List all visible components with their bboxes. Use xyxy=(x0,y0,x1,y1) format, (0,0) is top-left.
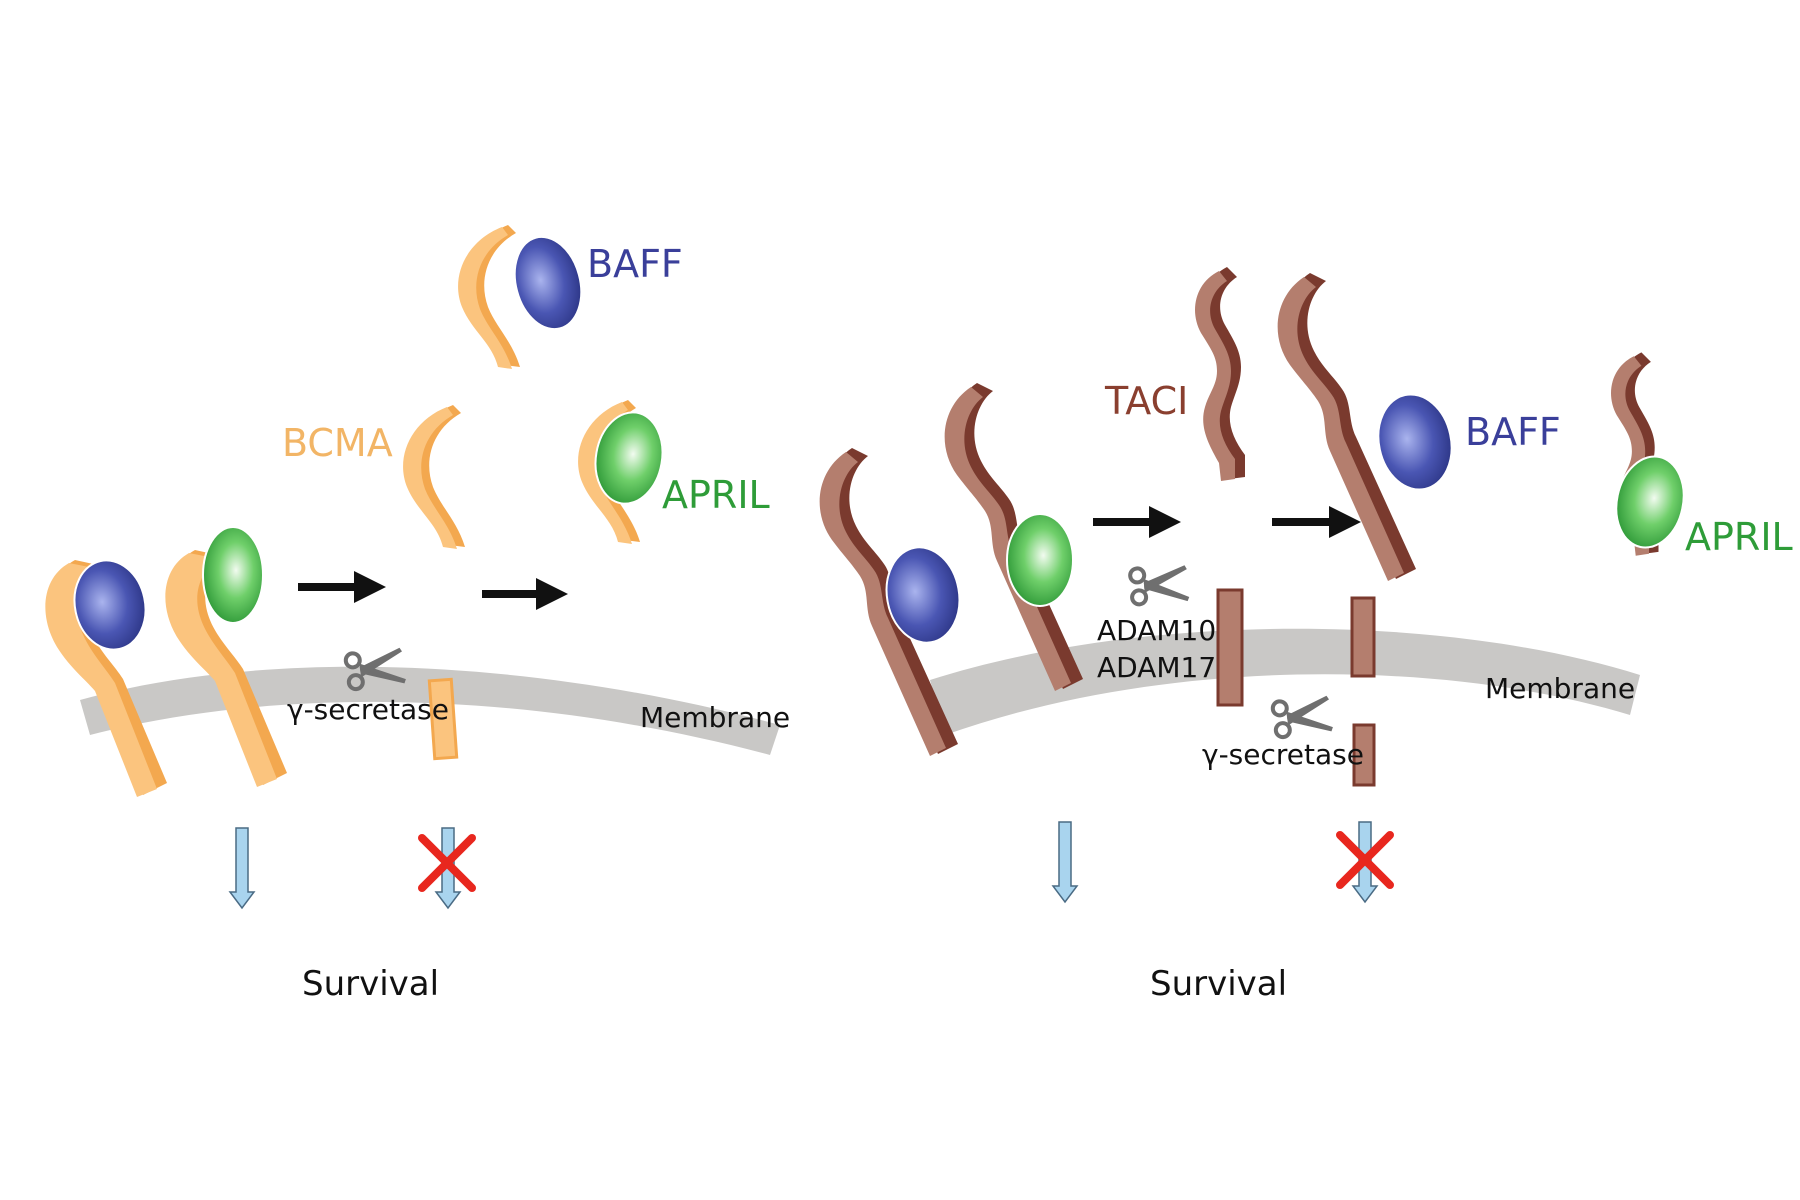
baff-ligand xyxy=(73,559,147,651)
label-baff: BAFF xyxy=(1465,410,1561,454)
label-membrane: Membrane xyxy=(1485,672,1635,705)
baff-ligand xyxy=(513,235,583,331)
april-ligand xyxy=(594,411,664,505)
signal-arrow-down xyxy=(1052,821,1078,903)
taci-stub xyxy=(1350,596,1376,678)
label-gamma-secretase: γ-secretase xyxy=(1202,738,1364,771)
label-survival: Survival xyxy=(302,964,439,1004)
april-ligand xyxy=(1615,455,1685,549)
label-bcma: BCMA xyxy=(282,421,393,465)
shed-bcma xyxy=(403,405,465,549)
left-panel-bcma: BAFF BCMA APRIL γ-secretase Membrane Sur… xyxy=(45,225,790,1004)
shed-taci xyxy=(1195,267,1245,481)
shed-bcma-baff xyxy=(458,225,520,369)
label-survival: Survival xyxy=(1150,964,1287,1004)
taci-stub-cleaved xyxy=(1352,723,1376,787)
taci-stub xyxy=(1216,588,1244,707)
baff-ligand xyxy=(1377,393,1453,491)
scissors-icon xyxy=(1127,562,1192,608)
right-panel-taci: TACI BAFF APRIL ADAM10 ADAM17 γ-secretas… xyxy=(819,267,1793,1004)
label-april: APRIL xyxy=(1685,515,1793,559)
blocked-cross-icon xyxy=(1336,831,1394,889)
signal-arrow-down xyxy=(229,827,255,909)
april-ligand xyxy=(1006,513,1074,607)
label-membrane: Membrane xyxy=(640,701,790,734)
label-april: APRIL xyxy=(662,473,770,517)
label-taci: TACI xyxy=(1104,379,1188,423)
scissors-icon xyxy=(1269,692,1336,742)
bcma-stub xyxy=(427,677,459,761)
blocked-cross-icon xyxy=(418,834,476,892)
label-gamma-secretase: γ-secretase xyxy=(287,693,449,726)
label-adam17: ADAM17 xyxy=(1097,651,1216,684)
baff-ligand xyxy=(885,546,961,644)
right-membrane xyxy=(930,628,1640,735)
label-adam10: ADAM10 xyxy=(1097,614,1216,647)
april-ligand xyxy=(202,526,264,624)
label-baff: BAFF xyxy=(587,242,683,286)
left-membrane xyxy=(80,666,780,755)
